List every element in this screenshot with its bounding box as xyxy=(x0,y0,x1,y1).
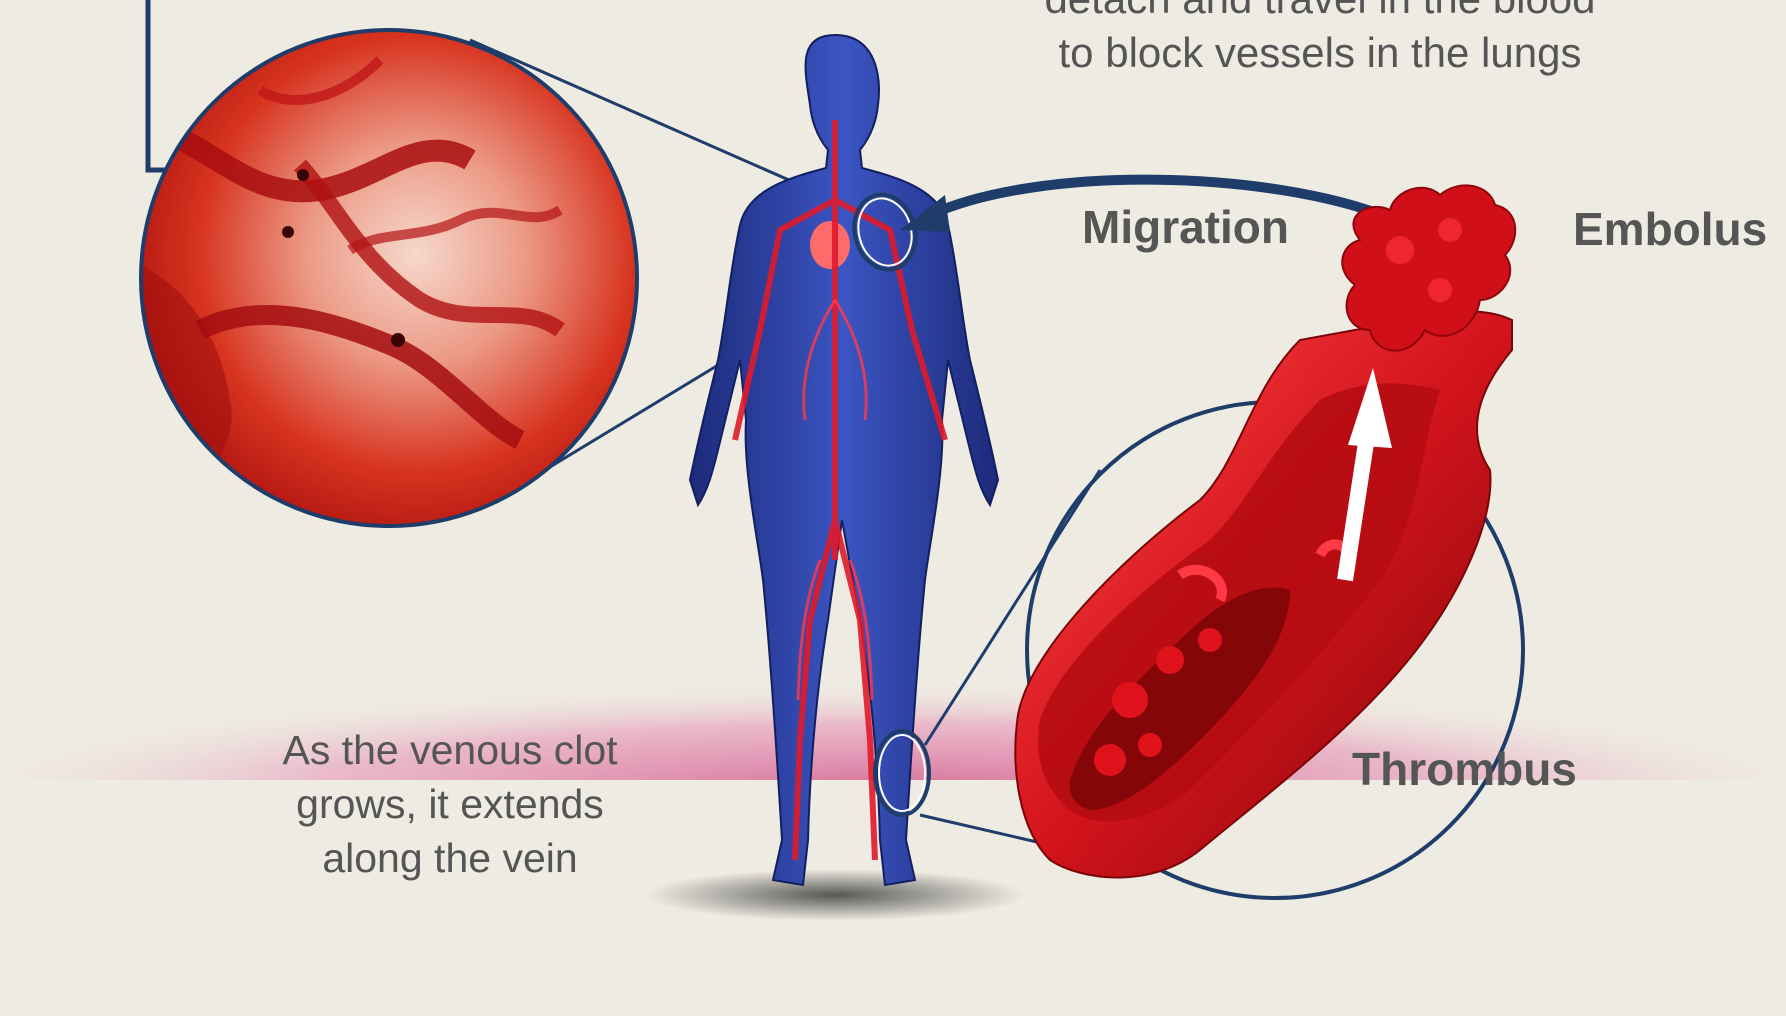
extension-caption-line-2: grows, it extends xyxy=(200,777,700,831)
lung-magnified-circle xyxy=(130,20,650,540)
extension-caption-line-3: along the vein xyxy=(200,831,700,885)
embolization-caption: detach and travel in the blood to block … xyxy=(980,0,1660,80)
extension-caption: As the venous clot grows, it extends alo… xyxy=(200,723,700,885)
body-shadow xyxy=(645,869,1025,921)
embolization-caption-line-1: detach and travel in the blood xyxy=(980,0,1660,26)
migration-label: Migration xyxy=(1082,200,1289,254)
embolization-caption-line-2: to block vessels in the lungs xyxy=(980,26,1660,80)
extension-caption-line-1: As the venous clot xyxy=(200,723,700,777)
thrombus-label: Thrombus xyxy=(1352,742,1577,796)
embolus-label: Embolus xyxy=(1573,202,1767,256)
